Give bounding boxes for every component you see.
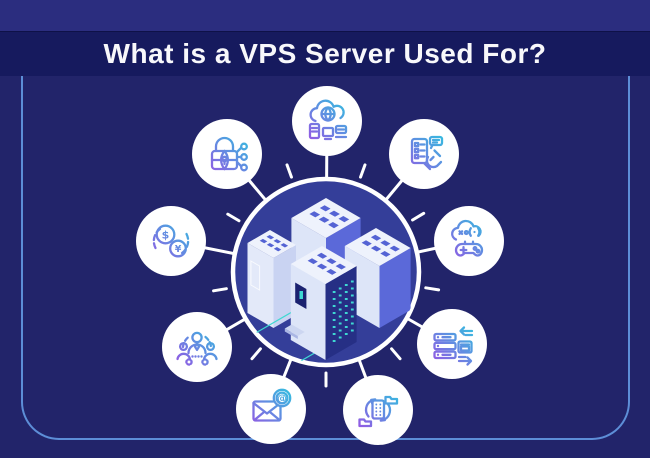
radial-tick (226, 212, 241, 223)
rounded-frame (21, 76, 630, 440)
node-game-server (434, 206, 504, 276)
node-email-server (236, 374, 306, 444)
page-title: What is a VPS Server Used For? (103, 38, 547, 69)
game-server-circle (434, 206, 504, 276)
hub (230, 176, 422, 368)
use-case-nodes (136, 86, 504, 445)
team-collaboration-circle (162, 312, 232, 382)
node-file-sync (343, 375, 413, 445)
radial-tick (285, 163, 293, 179)
node-app-management (389, 119, 459, 189)
radial-tick (250, 347, 262, 361)
app-management-circle (389, 119, 459, 189)
node-cloud-hosting (292, 86, 362, 156)
radial-tick (212, 287, 228, 293)
radial-tick (411, 211, 426, 222)
top-strip (0, 0, 650, 31)
diagram-area: $ ¥ (0, 76, 650, 458)
server-tower (247, 230, 296, 328)
radial-tick (359, 163, 367, 179)
vps-server-cluster (247, 198, 411, 364)
node-data-transfer (417, 309, 487, 379)
radial-tick (424, 286, 441, 292)
server-tower (284, 246, 357, 360)
radial-tick (390, 347, 402, 361)
data-transfer-circle (417, 309, 487, 379)
node-security-lock (192, 119, 262, 189)
node-currency-trading (136, 206, 206, 276)
node-team-collaboration (162, 312, 232, 382)
vps-uses-diagram: $ ¥ (136, 86, 504, 445)
title-bar: What is a VPS Server Used For? (0, 31, 650, 76)
